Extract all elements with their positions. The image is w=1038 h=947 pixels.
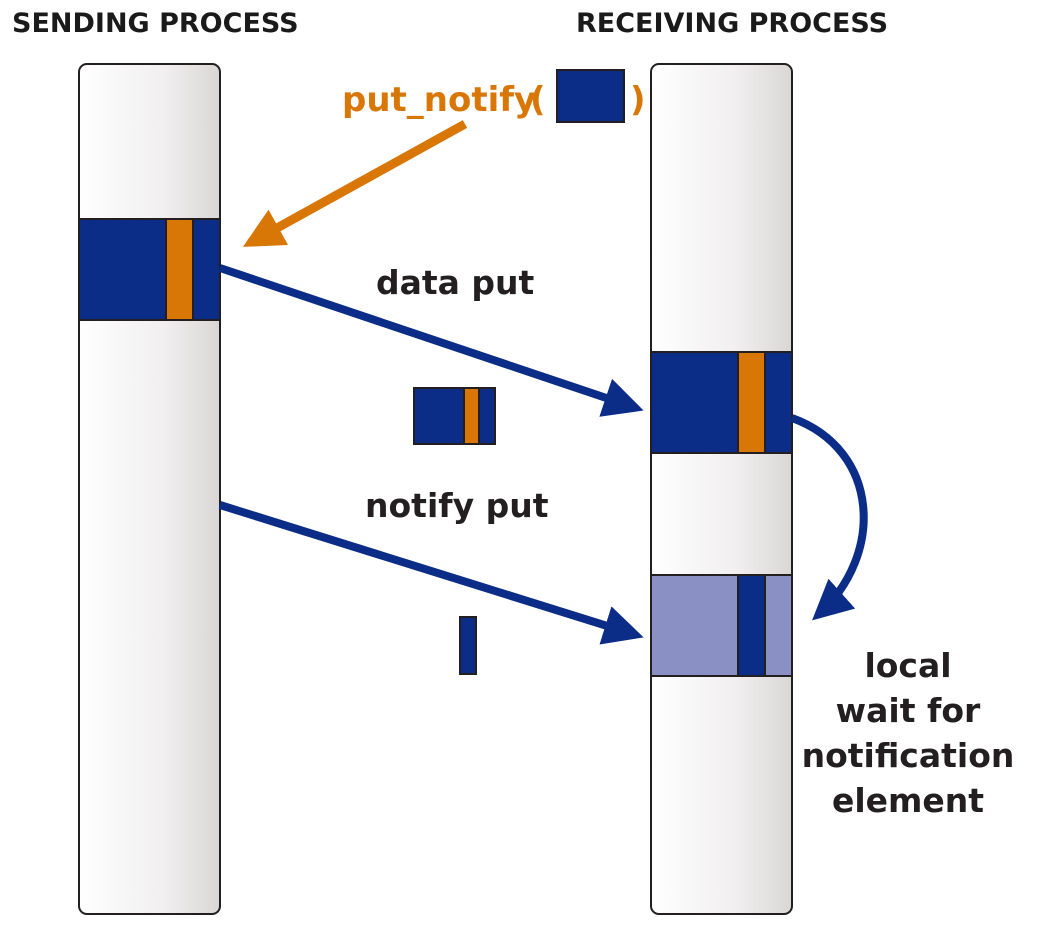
data-put-arrow	[218, 264, 644, 417]
receiving-data-buffer	[650, 351, 793, 454]
put-notify-open-paren: (	[530, 80, 546, 120]
notify-packet	[459, 616, 477, 675]
receiving-process-column	[650, 63, 793, 915]
svg-text:wait for: wait for	[836, 691, 981, 730]
put-notify-call: put_notify ( )	[342, 69, 646, 123]
sending-notify-flag	[165, 218, 194, 321]
local-wait-label: local wait for notification element	[802, 646, 1015, 820]
local-wait-arrow	[790, 414, 868, 621]
svg-text:local: local	[864, 646, 951, 685]
data-packet	[413, 387, 496, 445]
receiving-notify-flag	[737, 351, 766, 454]
sending-process-column	[78, 63, 221, 915]
svg-text:element: element	[832, 781, 984, 820]
notify-put-arrow	[218, 501, 644, 645]
put-notify-argument-block	[556, 69, 625, 123]
data-packet-notify-flag	[463, 387, 480, 445]
notification-element-marker	[737, 574, 766, 677]
put-notify-close-paren: )	[630, 80, 646, 120]
put-notify-arrow	[242, 120, 468, 247]
notification-element	[650, 574, 793, 677]
sending-process-heading: SENDING PROCESS	[12, 8, 299, 39]
notify-put-label: notify put	[365, 486, 549, 525]
receiving-process-heading: RECEIVING PROCESS	[576, 8, 888, 39]
sending-buffer	[78, 218, 221, 321]
svg-text:notification: notification	[802, 736, 1015, 775]
data-put-label: data put	[376, 263, 535, 302]
put-notify-function-name: put_notify	[342, 80, 536, 120]
